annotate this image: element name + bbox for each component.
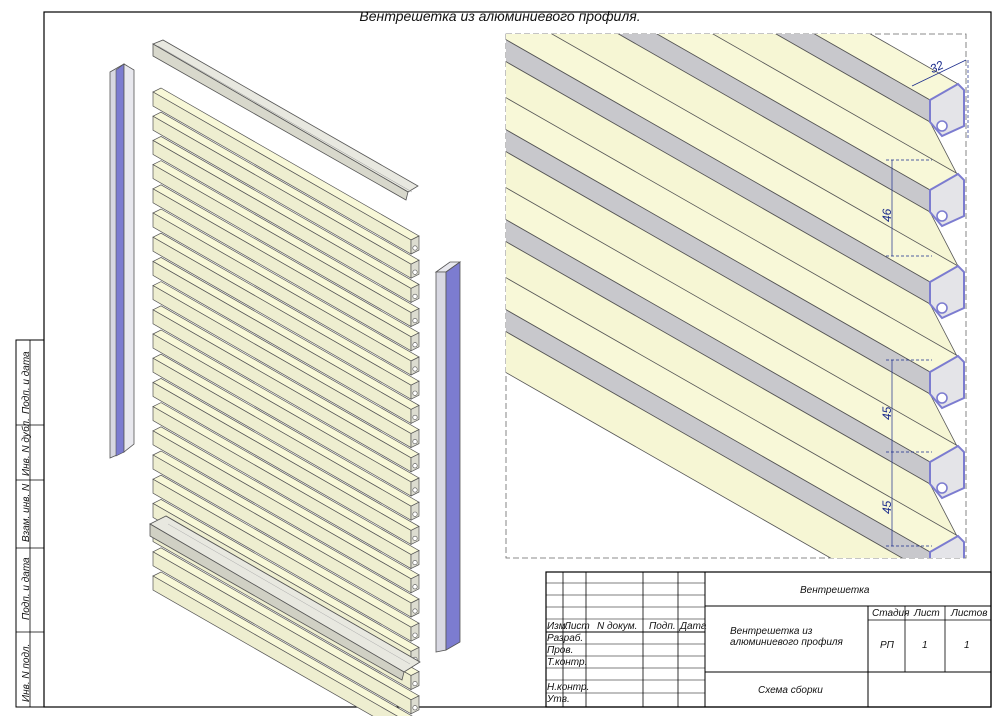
slat-profile — [152, 111, 420, 279]
stamp-inv-podl: Инв. N подл. — [21, 643, 32, 702]
tb-sheets-header: Листов — [951, 608, 988, 619]
tb-product-name: Вентрешетка из алюминиевого профиля — [730, 626, 843, 648]
tb-row-utv: Утв. — [547, 694, 570, 705]
detail-profile — [506, 34, 965, 364]
drawing-title: Вентрешетка из алюминиевого профиля. — [359, 8, 641, 24]
dim-pitch-top: 46 — [880, 208, 894, 222]
title-block-lines — [545, 571, 992, 708]
slat-profile — [152, 160, 420, 328]
slat-profile — [152, 208, 420, 376]
detail-profile — [506, 277, 965, 558]
slat-profile — [152, 329, 420, 497]
tb-row-nkontr: Н.контр. — [547, 682, 590, 693]
slat-profile — [152, 305, 420, 473]
slat-profile — [152, 353, 420, 521]
dimension-lines — [886, 59, 969, 547]
tb-stage-header: Стадия — [872, 608, 910, 619]
detail-view-profiles — [506, 34, 965, 558]
slats-stack — [152, 87, 420, 716]
slat-profile — [152, 136, 420, 304]
stamp-podp-data-2: Подп. и дата — [21, 351, 32, 414]
tb-drawing-name: Схема сборки — [758, 685, 823, 696]
tb-sheet-header: Лист — [914, 608, 940, 619]
top-rail-profile — [152, 39, 419, 201]
slat-profile — [152, 402, 420, 570]
slat-profile — [152, 184, 420, 352]
detail-profile — [506, 97, 965, 454]
bottom-rail-profile — [149, 515, 421, 681]
tb-podp: Подп. — [649, 621, 676, 632]
tb-row-razrab: Разраб. — [547, 633, 584, 644]
slat-profile — [152, 426, 420, 594]
tb-designation: Вентрешетка — [800, 585, 870, 596]
stamp-inv-dubl: Инв. N дубл. — [21, 418, 32, 476]
tb-row-tkontr: Т.контр. — [547, 657, 588, 668]
tb-stage-value: РП — [880, 640, 894, 651]
slat-profile — [152, 547, 420, 715]
tb-list: Лист — [564, 621, 590, 632]
dim-pitch-low: 45 — [880, 500, 894, 514]
detail-profile — [506, 187, 965, 544]
left-frame-profile — [109, 63, 135, 459]
slat-profile — [152, 378, 420, 546]
stamp-vzam-inv: Взам. инв. N — [21, 483, 32, 542]
dim-pitch-mid: 45 — [880, 406, 894, 420]
right-frame-profile — [434, 261, 462, 653]
slat-profile — [152, 450, 420, 618]
tb-n-dokum: N докум. — [597, 621, 638, 632]
slat-profile — [152, 232, 420, 400]
slat-profile — [152, 87, 420, 255]
slat-profile — [152, 474, 420, 642]
tb-sheets-value: 1 — [964, 640, 970, 651]
tb-row-prov: Пров. — [547, 645, 574, 656]
slat-profile — [152, 257, 420, 425]
slat-profile — [152, 281, 420, 449]
tb-izm: Изм. — [547, 621, 569, 632]
tb-sheet-value: 1 — [922, 640, 928, 651]
tb-data: Дата — [680, 621, 707, 632]
slat-profile — [152, 571, 413, 716]
stamp-podp-data-1: Подп. и дата — [21, 557, 32, 620]
